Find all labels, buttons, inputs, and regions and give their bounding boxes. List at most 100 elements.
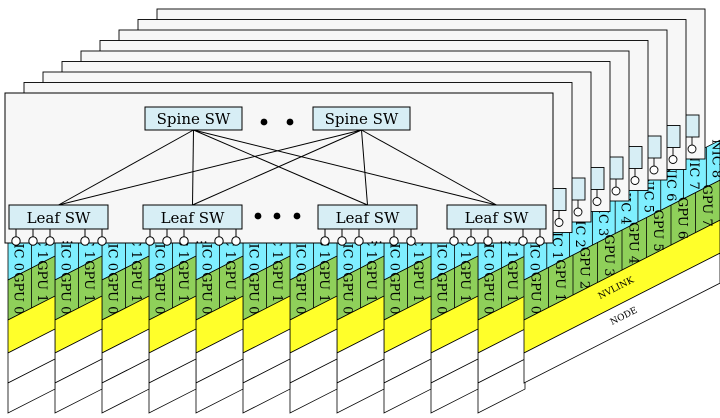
leaf-switch-edge xyxy=(551,188,567,211)
spine-leaf-link xyxy=(58,129,194,206)
gpu-label: GPU 1 xyxy=(34,260,49,302)
port-circle xyxy=(406,236,416,246)
leaf-switch-edge xyxy=(608,156,624,180)
spine-leaf-link xyxy=(193,129,368,206)
node-band-base xyxy=(289,358,338,414)
port-circle xyxy=(668,155,678,164)
spine-switch xyxy=(144,106,243,131)
spine-leaf-link xyxy=(361,129,497,206)
front-node-band xyxy=(523,252,720,384)
port-circle xyxy=(535,236,545,246)
gpu-label: GPU 1 xyxy=(222,260,237,302)
spine-switch-label: Spine SW xyxy=(325,110,399,128)
port-circle xyxy=(45,236,55,246)
port-ellipsis: ... xyxy=(61,232,73,247)
node-band-base xyxy=(430,358,479,414)
gpu-label: GPU 1 xyxy=(175,260,190,302)
leaf-ellipsis-dot xyxy=(254,212,262,220)
front-gpu-label: GPU 2 xyxy=(576,247,591,289)
gpu-label: GPU 1 xyxy=(457,260,472,302)
leaf-switch-label: Leaf SW xyxy=(27,209,91,227)
port-circle xyxy=(162,236,172,246)
port-circle xyxy=(80,236,90,246)
port-circle xyxy=(649,165,659,175)
node-band-base xyxy=(336,358,385,414)
gpu-label: GPU 1 xyxy=(81,260,96,302)
spine-ellipsis-dot xyxy=(260,118,268,126)
leaf-switch-edge xyxy=(570,177,586,201)
leaf-switch-edge xyxy=(627,146,643,169)
port-circle xyxy=(231,236,241,246)
leaf-switch xyxy=(317,204,418,230)
port-circle xyxy=(466,236,476,246)
port-circle xyxy=(554,218,564,227)
leaf-ellipsis-dot xyxy=(273,212,281,220)
leaf-switch xyxy=(8,204,109,230)
node-band-base xyxy=(54,358,103,414)
gpu-label: GPU 0 xyxy=(293,272,308,314)
front-gpu-label: GPU 6 xyxy=(674,197,689,239)
port-circle xyxy=(449,236,459,246)
port-circle xyxy=(687,144,697,154)
spine-ellipsis-dot xyxy=(286,118,294,126)
front-gpu-label: GPU 3 xyxy=(601,234,616,276)
port-circle xyxy=(630,176,640,185)
leaf-switch-edge xyxy=(646,135,662,159)
port-circle xyxy=(179,236,189,246)
gpu-label: GPU 0 xyxy=(105,272,120,314)
gpu-label: GPU 0 xyxy=(246,272,261,314)
gpu-label: GPU 1 xyxy=(363,260,378,302)
front-gpu-label: GPU 7 xyxy=(699,184,714,226)
spine-leaf-link xyxy=(193,129,497,206)
front-gpu-label: GPU 5 xyxy=(650,209,665,251)
front-gpu-label: GPU 0 xyxy=(527,272,542,314)
front-nvlink-band xyxy=(523,219,720,354)
leaf-switch-label: Leaf SW xyxy=(465,209,529,227)
leaf-switch xyxy=(142,204,243,230)
port-ellipsis: ... xyxy=(370,232,382,247)
gpu-label: GPU 1 xyxy=(410,260,425,302)
gpu-label: GPU 0 xyxy=(387,272,402,314)
leaf-switch-edge xyxy=(684,114,700,138)
port-ellipsis: ... xyxy=(195,232,207,247)
gpu-label: GPU 0 xyxy=(152,272,167,314)
port-circle xyxy=(354,236,364,246)
port-circle xyxy=(337,236,347,246)
gpu-label: GPU 1 xyxy=(128,260,143,302)
port-circle xyxy=(214,236,224,246)
port-circle xyxy=(97,236,107,246)
node-band-base xyxy=(148,358,197,414)
node-band-base xyxy=(195,358,244,414)
node-band-base xyxy=(242,358,291,414)
port-circle xyxy=(389,236,399,246)
port-circle xyxy=(28,236,38,246)
spine-leaf-link xyxy=(58,129,362,206)
gpu-label: GPU 1 xyxy=(269,260,284,302)
leaf-switch xyxy=(446,204,547,230)
port-circle xyxy=(11,236,21,246)
port-circle xyxy=(145,236,155,246)
gpu-label: GPU 0 xyxy=(434,272,449,314)
spine-switch-label: Spine SW xyxy=(157,110,231,128)
front-nic-label: NIC 8 xyxy=(709,139,720,178)
gpu-label: GPU 0 xyxy=(481,272,496,314)
port-circle xyxy=(592,197,602,206)
gpu-label: GPU 1 xyxy=(316,260,331,302)
front-gpu-label: GPU 1 xyxy=(552,259,567,301)
front-nic-label: NIC 7 xyxy=(686,151,701,190)
port-circle xyxy=(518,236,528,246)
gpu-label: GPU 0 xyxy=(199,272,214,314)
leaf-ellipsis-dot xyxy=(293,212,301,220)
port-ellipsis: ... xyxy=(499,232,511,247)
port-circle xyxy=(573,207,583,217)
gpu-label: GPU 1 xyxy=(504,260,519,302)
gpu-label: GPU 0 xyxy=(340,272,355,314)
node-band-base xyxy=(477,358,526,414)
